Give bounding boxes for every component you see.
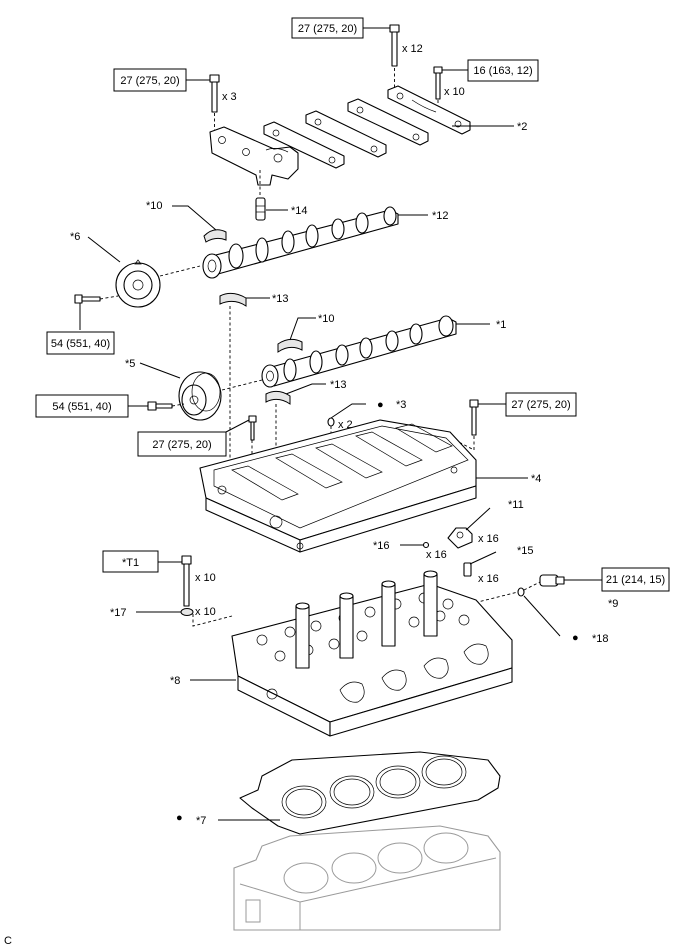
torque-spec-5: 54 (551, 40) bbox=[35, 394, 129, 418]
callout-10-upper: *10 bbox=[146, 200, 163, 212]
torque-spec-1: 27 (275, 20) bbox=[291, 17, 364, 39]
camshaft-bearing-lower-1 bbox=[219, 292, 270, 470]
svg-text:27 (275, 20): 27 (275, 20) bbox=[511, 399, 570, 411]
callout-2: *2 bbox=[517, 121, 527, 133]
camshaft-bearing-caps bbox=[209, 85, 471, 186]
valve-lash-adjuster bbox=[463, 551, 497, 577]
callout-1: *1 bbox=[496, 319, 506, 331]
oil-control-valve-filter bbox=[255, 170, 288, 221]
spark-plug-tubes bbox=[295, 570, 438, 669]
bullet-7: ● bbox=[176, 812, 183, 824]
camshaft-cap-bolt-x12 bbox=[363, 24, 400, 90]
callout-15: *15 bbox=[517, 545, 534, 557]
qty-head-bolt-x10: x 10 bbox=[195, 572, 216, 584]
qty-bolt-x10: x 10 bbox=[444, 86, 465, 98]
sprocket-bolt bbox=[74, 294, 119, 330]
qty-adjuster-x16: x 16 bbox=[478, 573, 499, 585]
qty-plug-x2: x 2 bbox=[338, 419, 353, 431]
cylinder-block bbox=[233, 825, 501, 931]
qty-bolt-x12: x 12 bbox=[402, 43, 423, 55]
camshaft-cap-bolt-x10 bbox=[433, 66, 468, 118]
camshaft-bearing-upper-2 bbox=[277, 317, 316, 353]
svg-text:21 (214, 15): 21 (214, 15) bbox=[606, 574, 665, 586]
timing-gear-bolt bbox=[128, 401, 185, 411]
bullet-3: ● bbox=[377, 399, 384, 411]
callout-10-lower: *10 bbox=[318, 313, 335, 325]
camshaft-housing bbox=[199, 419, 528, 553]
camshaft-bearing-upper-1 bbox=[172, 205, 227, 243]
callout-18: *18 bbox=[592, 633, 609, 645]
callout-6: *6 bbox=[70, 231, 80, 243]
svg-text:27 (275, 20): 27 (275, 20) bbox=[152, 439, 211, 451]
svg-text:*T1: *T1 bbox=[122, 557, 139, 569]
qty-cap-x16: x 16 bbox=[426, 549, 447, 561]
valve-stem-cap bbox=[400, 541, 430, 549]
torque-spec-2: 27 (275, 20) bbox=[113, 68, 187, 92]
cylinder-head-gasket bbox=[218, 751, 501, 835]
callout-9: *9 bbox=[608, 598, 618, 610]
svg-text:54 (551, 40): 54 (551, 40) bbox=[51, 338, 110, 350]
camshaft-no2 bbox=[202, 206, 428, 279]
qty-washer-x10: x 10 bbox=[195, 606, 216, 618]
camshaft-no1 bbox=[261, 315, 490, 388]
callout-13-upper: *13 bbox=[272, 293, 289, 305]
callout-12: *12 bbox=[432, 210, 449, 222]
callout-17: *17 bbox=[110, 607, 127, 619]
callout-13-lower: *13 bbox=[330, 379, 347, 391]
qty-bolt-x3: x 3 bbox=[222, 91, 237, 103]
bullet-18: ● bbox=[572, 632, 579, 644]
torque-spec-4: 54 (551, 40) bbox=[46, 331, 115, 355]
svg-text:16 (163, 12): 16 (163, 12) bbox=[473, 65, 532, 77]
callout-8: *8 bbox=[170, 675, 180, 687]
torque-spec-3: 16 (163, 12) bbox=[467, 59, 539, 82]
callout-3: *3 bbox=[396, 399, 406, 411]
camshaft-timing-gear-assembly bbox=[139, 362, 263, 421]
cylinder-head-bolt bbox=[136, 555, 233, 627]
qty-rocker-x16: x 16 bbox=[478, 533, 499, 545]
callout-16: *16 bbox=[373, 540, 390, 552]
camshaft-position-sensor bbox=[469, 574, 602, 637]
callout-14: *14 bbox=[291, 205, 308, 217]
svg-text:27 (275, 20): 27 (275, 20) bbox=[120, 75, 179, 87]
callout-11: *11 bbox=[508, 499, 524, 511]
callout-7: *7 bbox=[196, 815, 206, 827]
svg-text:54 (551, 40): 54 (551, 40) bbox=[52, 401, 111, 413]
svg-text:27 (275, 20): 27 (275, 20) bbox=[298, 23, 357, 35]
torque-spec-8: 21 (214, 15) bbox=[601, 567, 670, 592]
tool-callout-box: *T1 bbox=[102, 550, 159, 573]
callout-5: *5 bbox=[125, 358, 135, 370]
camshaft-cap-bolt-x3 bbox=[186, 74, 220, 132]
figure-code: C bbox=[4, 935, 12, 947]
camshaft-timing-sprocket bbox=[87, 236, 201, 308]
callout-4: *4 bbox=[531, 473, 541, 485]
torque-spec-7: 27 (275, 20) bbox=[505, 392, 577, 417]
torque-spec-6: 27 (275, 20) bbox=[137, 431, 227, 457]
cylinder-head bbox=[190, 570, 513, 737]
roller-rocker-arm bbox=[447, 507, 491, 549]
